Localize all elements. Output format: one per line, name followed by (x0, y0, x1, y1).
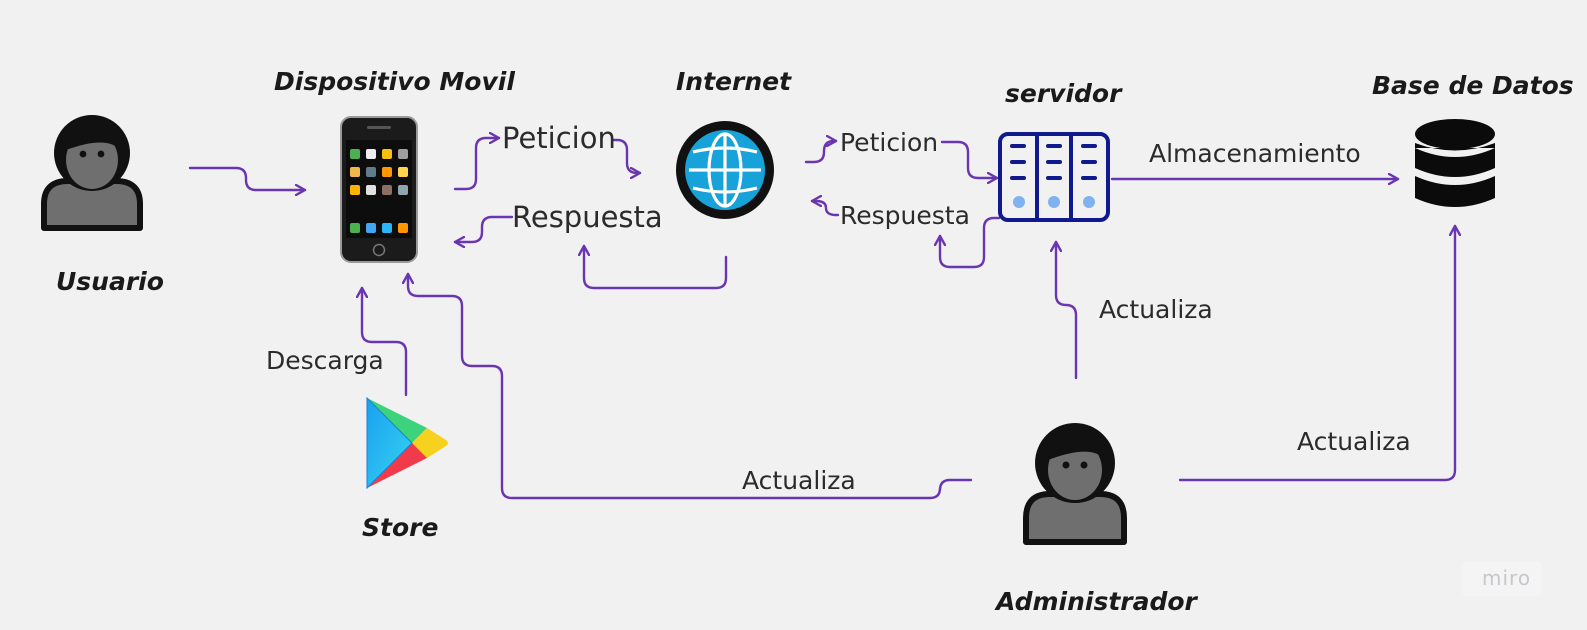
node-base-datos: Base de Datos (1372, 71, 1574, 207)
connectors (188, 138, 1455, 500)
connector-respuesta-2b (810, 201, 840, 217)
node-label-internet: Internet (676, 67, 792, 96)
connector-actualiza-db (1178, 224, 1455, 482)
watermark-text: miro (1482, 566, 1531, 590)
connector-peticion-2 (804, 141, 838, 164)
person-icon (41, 115, 143, 231)
node-label-base-datos: Base de Datos (1372, 71, 1574, 100)
node-store: Store (362, 396, 448, 542)
edge-label-peticion-2: Peticion (840, 128, 938, 157)
edge-labels: Peticion Respuesta Peticion Respuesta Al… (266, 121, 1411, 495)
node-servidor: servidor (998, 79, 1123, 222)
connector-respuesta-2 (940, 216, 1001, 269)
node-dispositivo: Dispositivo Movil (274, 67, 515, 263)
smartphone-icon (340, 116, 418, 263)
connector-peticion-1b (611, 138, 642, 173)
node-label-usuario: Usuario (56, 267, 164, 296)
database-icon (1415, 119, 1495, 207)
node-label-dispositivo: Dispositivo Movil (274, 67, 515, 96)
connector-descarga (362, 286, 408, 397)
connector-usuario-dispositivo (188, 166, 307, 190)
node-label-administrador: Administrador (994, 587, 1199, 616)
connector-respuesta-1b (453, 215, 514, 242)
connector-actualiza-dispositivo (408, 272, 973, 500)
node-usuario: Usuario (41, 115, 164, 296)
edge-label-almacenamiento: Almacenamiento (1149, 139, 1361, 168)
edge-label-actualiza-db: Actualiza (1297, 427, 1411, 456)
node-label-store: Store (362, 513, 438, 542)
edge-label-respuesta-2: Respuesta (840, 201, 970, 230)
miro-watermark: miro (1462, 562, 1542, 596)
node-label-servidor: servidor (1005, 79, 1123, 108)
app-grid (350, 149, 408, 233)
node-administrador: Administrador (994, 423, 1199, 616)
connector-actualiza-servidor (1056, 240, 1078, 380)
person-icon (1023, 423, 1127, 545)
play-store-icon (366, 396, 448, 490)
edge-label-actualiza-dispositivo: Actualiza (742, 466, 856, 495)
edge-label-peticion-1: Peticion (502, 121, 616, 155)
connector-respuesta-1 (584, 244, 728, 290)
globe-icon (676, 121, 774, 219)
node-internet: Internet (676, 67, 792, 219)
connector-peticion-1 (453, 138, 501, 191)
edge-label-actualiza-servidor: Actualiza (1099, 295, 1213, 324)
edge-label-descarga: Descarga (266, 346, 384, 375)
server-icon (998, 132, 1110, 222)
edge-label-respuesta-1: Respuesta (512, 200, 663, 234)
connector-peticion-2b (940, 140, 999, 178)
